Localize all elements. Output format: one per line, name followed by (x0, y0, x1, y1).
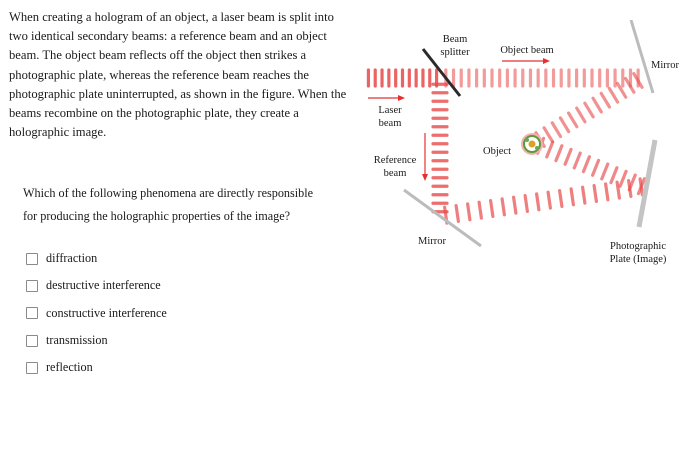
beam-wavefront (581, 185, 587, 205)
photographic-plate (636, 139, 658, 228)
beam-wavefront (535, 192, 541, 212)
beam-wavefront (554, 144, 564, 163)
reference-beam-label: beam (384, 168, 407, 179)
bottom-mirror-label: Mirror (418, 236, 446, 247)
beam-wavefront (558, 188, 564, 209)
option-label: reflection (46, 360, 93, 375)
beam-wavefront (591, 158, 601, 177)
laser-beam-label: beam (379, 118, 402, 129)
option-label: diffraction (46, 251, 98, 266)
beam-wavefront (604, 182, 610, 202)
beam-wavefront (627, 178, 633, 199)
beam-wavefront (572, 151, 582, 170)
top-mirror-label: Mirror (651, 60, 679, 71)
beam-wavefront (615, 81, 628, 99)
object-beam-label: Object beam (500, 45, 553, 56)
laser-beam-label: Laser (378, 105, 402, 116)
beam-wavefront (558, 116, 571, 134)
beam-wavefront (563, 147, 573, 166)
option-transmission[interactable]: transmission (26, 327, 167, 354)
photographic-plate-label: Photographic (610, 241, 666, 252)
beam-wavefront (581, 155, 591, 174)
laser-beams (366, 68, 646, 225)
hologram-diagram: Beam splitter Object beam Mirror Laser b… (366, 20, 679, 265)
option-destructive-interference[interactable]: destructive interference (26, 272, 167, 299)
laser-beam-arrow (368, 95, 405, 101)
beam-wavefront (454, 203, 460, 224)
top-mirror (629, 20, 655, 94)
beam-wavefront (615, 180, 621, 200)
beam-wavefront (466, 202, 472, 222)
option-constructive-interference[interactable]: constructive interference (26, 300, 167, 327)
beam-wavefront (609, 166, 619, 185)
object-beam-arrow (502, 58, 550, 64)
beam-wavefront (618, 169, 628, 188)
beam-wavefront (583, 101, 595, 119)
option-reflection[interactable]: reflection (26, 354, 167, 381)
beam-wavefront (638, 177, 644, 197)
bottom-mirror (403, 188, 482, 248)
beam-wavefront (600, 162, 610, 181)
beam-wavefront (523, 193, 529, 214)
option-diffraction[interactable]: diffraction (26, 245, 167, 272)
option-label: constructive interference (46, 305, 167, 320)
beam-wavefront (546, 190, 552, 210)
object-label: Object (483, 146, 511, 157)
beam-wavefront (542, 126, 554, 144)
beam-wavefront (624, 76, 636, 94)
option-label: destructive interference (46, 278, 161, 293)
beam-wavefront (489, 198, 495, 219)
photographic-plate-label: Plate (Image) (610, 254, 667, 265)
beam-wavefront (632, 72, 644, 89)
beam-wavefront (575, 106, 587, 124)
beam-wavefront (607, 86, 620, 104)
answer-options: diffraction destructive interference con… (26, 245, 167, 381)
reference-beam-arrow (422, 133, 428, 181)
beam-wavefront (566, 111, 579, 129)
checkbox[interactable] (26, 252, 38, 265)
beam-wavefront (477, 200, 483, 220)
beam-wavefront (569, 187, 575, 207)
beam-wavefront (599, 91, 612, 109)
question-text: Which of the following phenomena are dir… (23, 186, 314, 223)
checkbox[interactable] (26, 279, 38, 292)
checkbox[interactable] (26, 361, 38, 374)
reference-beam-label: Reference (374, 155, 417, 166)
beam-splitter-label: Beam (443, 34, 468, 45)
beam-wavefront (500, 197, 506, 217)
option-label: transmission (46, 333, 108, 348)
beam-wavefront (512, 195, 518, 215)
beam-wavefront (591, 96, 603, 114)
beam-wavefront (592, 183, 598, 204)
checkbox[interactable] (26, 307, 38, 320)
passage-text: When creating a hologram of an object, a… (9, 10, 347, 140)
beam-wavefront (545, 140, 555, 159)
beam-wavefront (550, 121, 563, 139)
checkbox[interactable] (26, 334, 38, 347)
beam-splitter (421, 48, 462, 97)
beam-splitter-label: splitter (440, 47, 470, 58)
object-flower (521, 133, 543, 155)
